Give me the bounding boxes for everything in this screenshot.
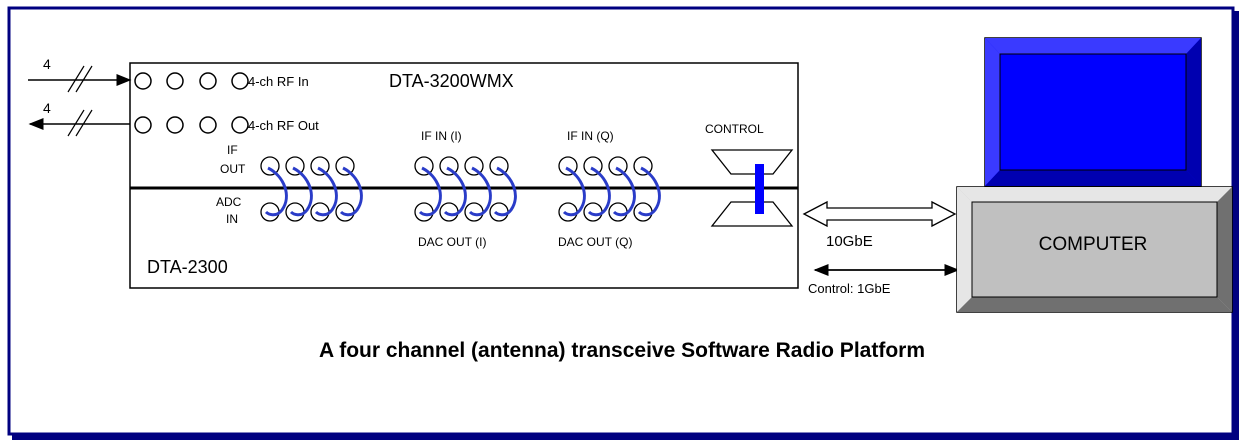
adc-in-label-2: IN	[226, 212, 238, 226]
diagram-caption: A four channel (antenna) transceive Soft…	[319, 339, 925, 362]
rf-in-link: 4	[28, 56, 132, 93]
loopback-cable	[493, 166, 517, 217]
outer-frame-shadow	[12, 434, 1239, 440]
loopback-cable	[289, 166, 313, 217]
bottom-connector	[608, 202, 628, 222]
if-out-label-1: IF	[227, 143, 238, 157]
port-connector-groups	[260, 156, 661, 222]
lower-board-name: DTA-2300	[147, 257, 228, 277]
bottom-connector	[464, 202, 484, 222]
link-1gbe-label: Control: 1GbE	[808, 281, 891, 296]
loopback-cable	[637, 166, 661, 217]
bottom-connector	[310, 202, 330, 222]
if-in-q-label: IF IN (Q)	[567, 129, 614, 143]
loopback-cable	[587, 166, 611, 217]
loopback-cable	[418, 166, 442, 217]
dac-out-i-label: DAC OUT (I)	[418, 235, 486, 249]
bottom-connector	[335, 202, 355, 222]
upper-board-name: DTA-3200WMX	[389, 71, 514, 91]
if-in-q-group	[558, 156, 661, 222]
adc-if-group	[260, 156, 363, 222]
control-label: CONTROL	[705, 122, 764, 136]
rf-out-count: 4	[43, 100, 51, 116]
bottom-connector	[285, 202, 305, 222]
computer-label: COMPUTER	[1039, 234, 1148, 255]
bottom-connector	[633, 202, 653, 222]
rf-out-link: 4	[28, 100, 130, 137]
rf-in-connectors	[134, 72, 249, 90]
link-10gbe-label: 10GbE	[826, 233, 873, 250]
adc-in-label-1: ADC	[216, 195, 242, 209]
computer-base	[956, 186, 1233, 313]
bottom-connector	[489, 202, 509, 222]
loopback-cable	[339, 166, 363, 217]
if-in-i-group	[414, 156, 517, 222]
rf-in-label: 4-ch RF In	[248, 74, 309, 89]
rf-in-count: 4	[43, 56, 51, 72]
control-connector	[710, 149, 794, 227]
loopback-cable	[443, 166, 467, 217]
bottom-connector	[260, 202, 280, 222]
dac-out-q-label: DAC OUT (Q)	[558, 235, 632, 249]
loopback-cable	[612, 166, 636, 217]
loopback-cable	[314, 166, 338, 217]
rf-out-label: 4-ch RF Out	[248, 118, 319, 133]
loopback-cable	[468, 166, 492, 217]
if-in-i-label: IF IN (I)	[421, 129, 462, 143]
computer-monitor	[984, 37, 1202, 187]
bottom-connector	[558, 202, 578, 222]
link-10gbe-arrow	[802, 200, 957, 228]
rf-out-connectors	[134, 116, 249, 134]
bottom-connector	[439, 202, 459, 222]
device-enclosure	[129, 62, 799, 289]
bottom-connector	[583, 202, 603, 222]
if-out-label-2: OUT	[220, 162, 246, 176]
outer-frame-shadow-side	[1233, 11, 1239, 440]
loopback-cable	[264, 166, 288, 217]
loopback-cable	[562, 166, 586, 217]
bottom-connector	[414, 202, 434, 222]
